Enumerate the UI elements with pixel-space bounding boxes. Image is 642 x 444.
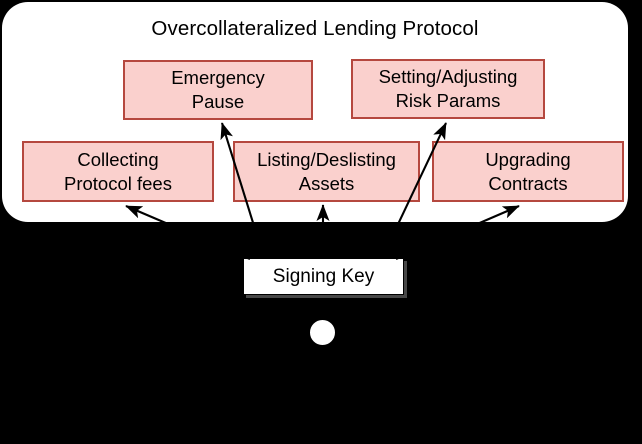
signing-key-box[interactable]: Signing Key (243, 258, 404, 295)
protocol-card: Overcollateralized Lending Protocol Emer… (2, 2, 628, 222)
permission-label-line2: Assets (298, 172, 355, 194)
actor-circle-icon (309, 319, 336, 346)
signing-key-label: Signing Key (272, 265, 375, 287)
permission-label-line1: Emergency (171, 67, 265, 89)
permission-box-upgrading-contracts[interactable]: Upgrading Contracts (432, 141, 624, 202)
permission-box-protocol-fees[interactable]: Collecting Protocol fees (22, 141, 214, 202)
permission-label-line1: Listing/Deslisting (257, 148, 396, 170)
permission-box-risk-params[interactable]: Setting/Adjusting Risk Params (351, 59, 545, 119)
permission-label-line2: Risk Params (395, 90, 501, 111)
permission-label-line2: Pause (191, 91, 245, 112)
protocol-title: Overcollateralized Lending Protocol (151, 17, 479, 40)
permission-box-listing-deslisting-assets[interactable]: Listing/Deslisting Assets (233, 141, 420, 202)
permission-label-line1: Collecting (77, 148, 159, 170)
permission-box-emergency-pause[interactable]: Emergency Pause (123, 60, 313, 120)
permission-label-line2: Contracts (488, 172, 568, 194)
permission-label-line1: Setting/Adjusting (378, 66, 518, 88)
permission-label-line1: Upgrading (485, 148, 571, 170)
permission-label-line2: Protocol fees (64, 172, 172, 194)
